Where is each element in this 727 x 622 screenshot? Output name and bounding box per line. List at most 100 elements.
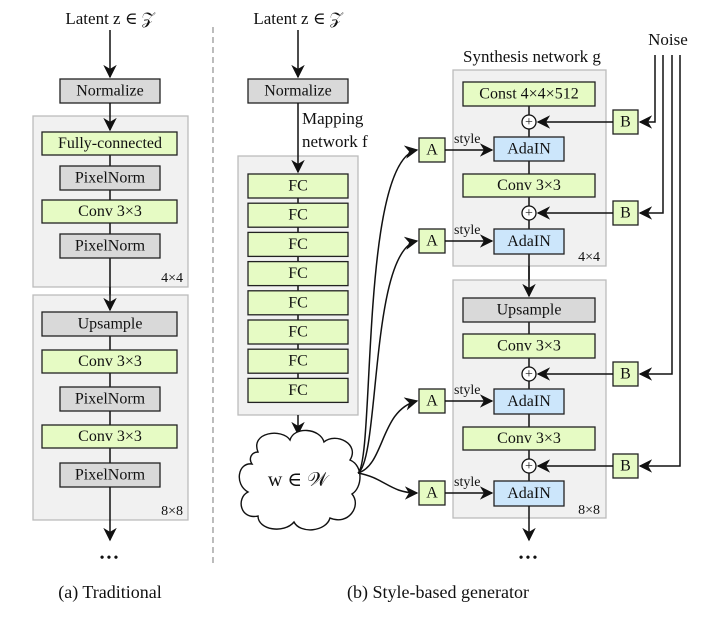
style-caption: (b) Style-based generator	[347, 582, 529, 603]
conv-label: Conv 3×3	[497, 430, 561, 447]
adain-box	[493, 136, 565, 162]
fc-box	[247, 290, 349, 316]
traditional-normalize-label: Normalize	[76, 83, 144, 100]
traditional-caption: (a) Traditional	[58, 582, 162, 603]
b-label: B	[620, 114, 631, 131]
traditional-conv-label: Conv 3×3	[78, 353, 142, 370]
style-latent-label: Latent z ∈ 𝒵	[253, 9, 343, 28]
traditional-network: Latent z ∈ 𝒵 Normalize Fully-connected P…	[32, 9, 189, 603]
a-label: A	[426, 233, 438, 250]
style-normalize-label: Normalize	[264, 83, 332, 100]
fc-label: FC	[288, 324, 308, 341]
adain-label: AdaIN	[507, 485, 551, 502]
fc-box	[247, 348, 349, 374]
traditional-conv-label: Conv 3×3	[78, 203, 142, 220]
noise-line	[638, 55, 673, 381]
noise-line	[638, 55, 656, 129]
conv-label: Conv 3×3	[497, 177, 561, 194]
traditional-pixelnorm-box	[59, 165, 161, 191]
fc-label: FC	[288, 294, 308, 311]
adain-label: AdaIN	[507, 233, 551, 250]
fc-label: FC	[288, 353, 308, 370]
const-label: Const 4×4×512	[479, 86, 578, 103]
traditional-res-8x8: 8×8	[161, 504, 183, 519]
b-box	[612, 453, 639, 479]
fc-label: FC	[288, 207, 308, 224]
fc-box	[247, 260, 349, 287]
add-noise-circle	[521, 366, 537, 382]
style-label: style	[454, 223, 480, 238]
a-label: A	[426, 485, 438, 502]
a-box	[418, 228, 446, 254]
b-label: B	[620, 366, 631, 383]
traditional-pixelnorm-label: PixelNorm	[75, 467, 146, 484]
a-box	[418, 480, 446, 506]
traditional-pixelnorm-box	[59, 386, 161, 412]
w-cloud	[238, 429, 361, 531]
mapping-label-line2: network f	[302, 132, 368, 151]
a-label: A	[426, 393, 438, 410]
w-label: w ∈ 𝒲	[268, 469, 330, 491]
traditional-upsample-label: Upsample	[78, 316, 143, 333]
traditional-res-4x4: 4×4	[161, 271, 183, 286]
traditional-fc-box	[41, 131, 178, 156]
traditional-conv-box	[41, 349, 178, 374]
synthesis-label: Synthesis network g	[463, 47, 601, 66]
b-label: B	[620, 205, 631, 222]
conv-label: Conv 3×3	[497, 338, 561, 355]
conv-box	[462, 426, 596, 451]
fc-label: FC	[288, 382, 308, 399]
noise-label: Noise	[648, 30, 688, 49]
fc-stack: FC FC FC FC FC FC FC FC	[247, 173, 349, 404]
traditional-conv-label: Conv 3×3	[78, 428, 142, 445]
adain-label: AdaIN	[507, 393, 551, 410]
fc-box	[247, 377, 349, 404]
fc-label: FC	[288, 178, 308, 195]
adain-box	[493, 480, 565, 507]
b-label: B	[620, 458, 631, 475]
traditional-upsample-box	[41, 311, 178, 337]
synthesis-res-8x8: 8×8	[578, 503, 600, 518]
fc-box	[247, 202, 349, 228]
mapping-label-line1: Mapping	[302, 109, 364, 128]
style-curve	[357, 472, 419, 500]
const-box	[462, 81, 596, 107]
add-noise-circle	[521, 458, 537, 474]
traditional-pixelnorm-label: PixelNorm	[75, 170, 146, 187]
traditional-conv-box	[41, 424, 178, 449]
traditional-continuation: •••	[100, 551, 121, 566]
a-label: A	[426, 142, 438, 159]
fc-box	[247, 319, 349, 345]
fc-label: FC	[288, 265, 308, 282]
style-normalize-box	[247, 78, 349, 104]
synthesis-res-4x4: 4×4	[578, 250, 600, 265]
plus-icon: +	[525, 206, 533, 221]
fc-box	[247, 231, 349, 258]
traditional-pixelnorm-label: PixelNorm	[75, 391, 146, 408]
style-curve	[357, 145, 419, 474]
add-noise-circle	[521, 114, 537, 130]
traditional-pixelnorm-label: PixelNorm	[75, 238, 146, 255]
upsample-box	[462, 297, 596, 323]
conv-box	[462, 173, 596, 198]
adain-box	[493, 388, 565, 415]
style-curve	[357, 236, 419, 474]
style-curve	[357, 397, 419, 474]
style-based-network: Latent z ∈ 𝒵 Normalize Mapping network f…	[237, 9, 688, 603]
plus-icon: +	[525, 459, 533, 474]
traditional-conv-box	[41, 199, 178, 224]
style-label: style	[454, 132, 480, 147]
style-continuation: •••	[519, 551, 540, 566]
traditional-latent-label: Latent z ∈ 𝒵	[65, 9, 155, 28]
traditional-pixelnorm-box	[59, 462, 161, 488]
traditional-pixelnorm-box	[59, 233, 161, 259]
traditional-fc-label: Fully-connected	[58, 135, 162, 152]
adain-label: AdaIN	[507, 141, 551, 158]
style-label: style	[454, 475, 480, 490]
style-label: style	[454, 383, 480, 398]
fc-label: FC	[288, 236, 308, 253]
plus-icon: +	[525, 115, 533, 130]
adain-box	[493, 228, 565, 255]
a-box	[418, 137, 446, 163]
